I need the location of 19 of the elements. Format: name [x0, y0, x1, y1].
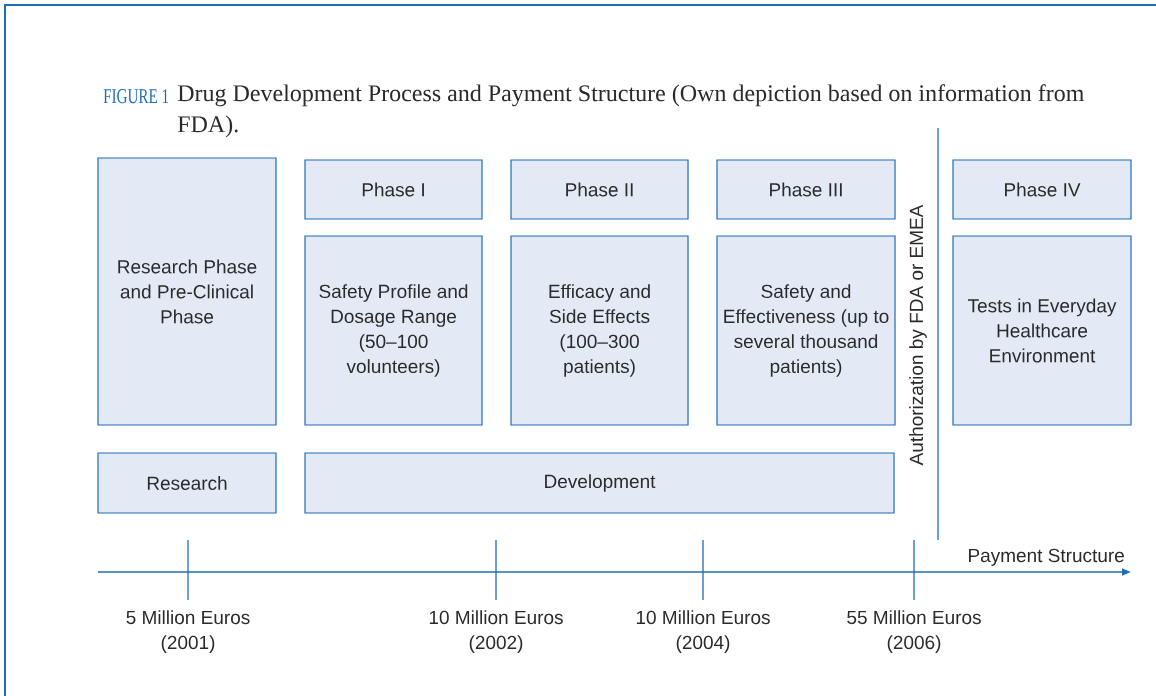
phase-box: Research Phase and Pre-Clinical Phase	[97, 157, 277, 426]
phase-box: Phase II	[510, 159, 689, 220]
axis-label: Payment Structure	[969, 548, 1124, 566]
phase-box: Efficacy and Side Effects (100–300 patients)	[510, 235, 689, 426]
payment-label: 55 Million Euros (2006)	[847, 610, 981, 653]
payment-label: 5 Million Euros (2001)	[126, 610, 250, 653]
figure-number: FIGURE 1	[103, 89, 169, 104]
payment-label: 10 Million Euros (2002)	[429, 610, 563, 653]
phase-box: Tests in Everyday Healthcare Environment	[952, 235, 1132, 426]
phase-box: Safety and Effectiveness (up to several thousand patients)	[716, 235, 896, 426]
phase-box: Research	[97, 452, 277, 514]
phase-box: Phase III	[716, 159, 896, 220]
phase-box: Phase I	[304, 159, 483, 220]
payment-label: 10 Million Euros (2004)	[636, 610, 770, 653]
phase-box: Development	[304, 452, 895, 514]
authorization-label: Authorization by FDA or EMEA	[909, 204, 927, 466]
phase-box: Safety Profile and Dosage Range (50–100 volunteers)	[304, 235, 483, 426]
figure-title: Drug Development Process and Payment Structure (Own depiction based on information from FDA).	[177, 84, 1084, 138]
phase-box: Phase IV	[952, 159, 1132, 220]
